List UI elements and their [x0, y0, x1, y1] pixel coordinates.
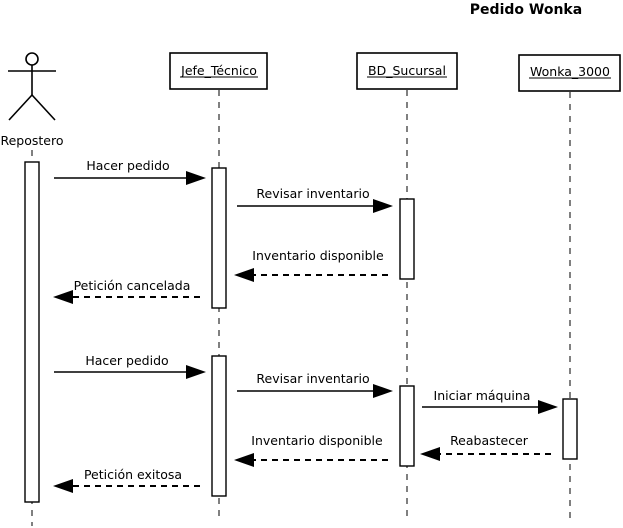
activation-repostero: [24, 161, 40, 503]
message-hacer-pedido-2: Hacer pedido: [54, 353, 206, 379]
activation-bd-2: [399, 385, 415, 467]
message-label: Petición cancelada: [74, 278, 191, 293]
message-reabastecer: Reabastecer: [420, 433, 551, 461]
activation-jefe-1: [211, 167, 227, 309]
actor-icon: [8, 52, 56, 121]
message-label: Revisar inventario: [256, 371, 369, 386]
activation-bd-1: [399, 198, 415, 280]
message-hacer-pedido-1: Hacer pedido: [54, 158, 206, 185]
message-revisar-inventario-1: Revisar inventario: [237, 186, 393, 213]
message-inventario-disponible-2: Inventario disponible: [234, 433, 388, 467]
message-peticion-cancelada: Petición cancelada: [53, 278, 200, 304]
message-label: Hacer pedido: [86, 158, 169, 173]
message-label: Iniciar máquina: [434, 388, 531, 403]
message-label: Hacer pedido: [85, 353, 168, 368]
participant-label: BD_Sucursal: [368, 63, 446, 78]
activation-jefe-2: [211, 355, 227, 497]
message-revisar-inventario-2: Revisar inventario: [237, 371, 393, 398]
message-label: Inventario disponible: [251, 433, 383, 448]
actor-label: Repostero: [0, 133, 63, 148]
message-label: Petición exitosa: [84, 467, 182, 482]
participant-jefe-tecnico: Jefe_Técnico: [169, 52, 268, 90]
participant-wonka-3000: Wonka_3000: [518, 54, 621, 92]
participant-label: Jefe_Técnico: [180, 63, 257, 78]
message-label: Revisar inventario: [256, 186, 369, 201]
activation-wonka: [562, 398, 578, 460]
message-label: Inventario disponible: [252, 248, 384, 263]
participant-label: Wonka_3000: [530, 64, 610, 79]
message-inventario-disponible-1: Inventario disponible: [234, 248, 388, 282]
message-iniciar-maquina: Iniciar máquina: [422, 388, 558, 414]
message-peticion-exitosa: Petición exitosa: [53, 467, 200, 493]
diagram-title: Pedido Wonka: [470, 2, 582, 18]
participant-bd-sucursal: BD_Sucursal: [356, 52, 458, 90]
message-label: Reabastecer: [450, 433, 529, 448]
